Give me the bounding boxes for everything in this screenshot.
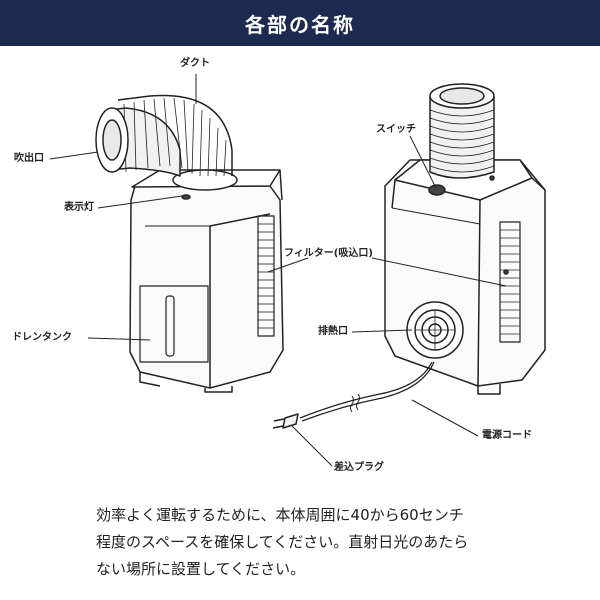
label-display-lamp: 表示灯 — [64, 202, 94, 213]
note-line: 効率よく運転するために、本体周囲に40から60センチ — [96, 506, 464, 524]
note-line: ない場所に設置してください。 — [96, 560, 306, 578]
label-plug: 差込プラグ — [334, 462, 384, 473]
page-header: 各部の名称 — [0, 0, 600, 46]
front-unit — [95, 94, 284, 393]
label-outlet: 吹出口 — [14, 153, 44, 164]
label-power-cord: 電源コード — [482, 430, 532, 441]
page-title: 各部の名称 — [245, 12, 355, 37]
label-exhaust: 排熱口 — [318, 326, 348, 337]
label-duct: ダクト — [180, 58, 210, 69]
installation-note: 効率よく運転するために、本体周囲に40から60センチ 程度のスペースを確保してく… — [96, 502, 536, 583]
label-drain-tank: ドレンタンク — [12, 332, 72, 343]
note-line: 程度のスペースを確保してください。直射日光のあたら — [96, 533, 469, 551]
leader-lines — [49, 74, 507, 467]
label-switch: スイッチ — [376, 124, 416, 135]
back-unit — [272, 83, 546, 429]
label-filter: フィルター(吸込口) — [284, 248, 373, 259]
parts-diagram — [49, 74, 546, 467]
